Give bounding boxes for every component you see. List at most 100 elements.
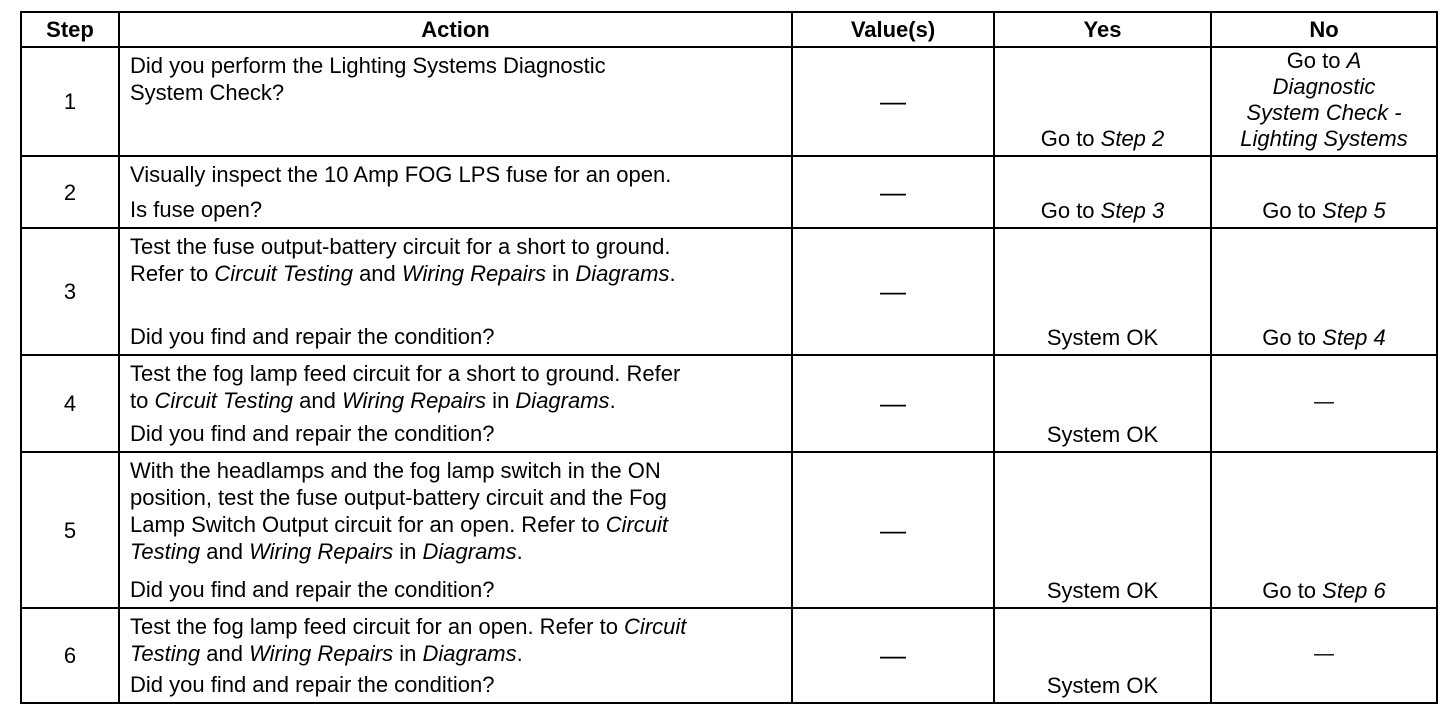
text-segment: in <box>486 388 516 413</box>
diagnostic-table: Step Action Value(s) Yes No 1 Did you per… <box>20 11 1438 704</box>
text-segment: Step 6 <box>1322 578 1386 603</box>
header-action: Action <box>118 11 793 48</box>
text-segment: Did you find and repair the condition? <box>130 577 495 602</box>
action-line: Is fuse open? <box>130 196 785 223</box>
text-segment: System Check? <box>130 80 285 105</box>
action-lines: Test the fog lamp feed circuit for an op… <box>130 613 785 698</box>
text-segment: Lighting Systems <box>1240 126 1408 151</box>
text-segment: in <box>545 261 576 286</box>
text-segment: Testing <box>130 539 201 564</box>
action-line: Did you find and repair the condition? <box>130 420 785 447</box>
value-dash: — <box>791 354 995 453</box>
action-question: Did you find and repair the condition? <box>130 576 785 603</box>
header-yes: Yes <box>993 11 1212 48</box>
value-dash: — <box>791 227 995 356</box>
text-segment: Did you find and repair the condition? <box>130 672 495 697</box>
yes-text: Go to Step 2 <box>995 125 1210 152</box>
text-segment: System Check - <box>1246 100 1402 125</box>
text-segment: in <box>393 539 423 564</box>
action-line: With the headlamps and the fog lamp swit… <box>130 457 785 484</box>
no-text-line: Lighting Systems <box>1212 126 1436 152</box>
text-segment: and <box>293 388 342 413</box>
step-number: 1 <box>20 46 120 157</box>
action-line: Did you find and repair the condition? <box>130 576 785 603</box>
text-segment: Did you find and repair the condition? <box>130 421 495 446</box>
text-segment: System OK <box>1046 673 1159 698</box>
yes-result: System OK <box>993 227 1212 356</box>
action-line: Did you find and repair the condition? <box>130 671 785 698</box>
step-number: 3 <box>20 227 120 356</box>
action-line: Test the fog lamp feed circuit for an op… <box>130 613 785 640</box>
header-values: Value(s) <box>791 11 995 48</box>
action-text: Did you perform the Lighting Systems Dia… <box>118 46 793 157</box>
action-instructions: Test the fog lamp feed circuit for an op… <box>130 613 785 667</box>
text-segment: and <box>200 641 250 666</box>
action-line: System Check? <box>130 79 785 106</box>
text-segment: Testing <box>130 641 201 666</box>
text-segment: to <box>130 388 155 413</box>
action-text: Visually inspect the 10 Amp FOG LPS fuse… <box>118 155 793 229</box>
header-row: Step Action Value(s) Yes No <box>20 11 1438 48</box>
action-instructions: Did you perform the Lighting Systems Dia… <box>130 52 785 106</box>
yes-text: Go to Step 3 <box>995 197 1210 224</box>
action-lines: Visually inspect the 10 Amp FOG LPS fuse… <box>130 161 785 223</box>
yes-text: System OK <box>995 421 1210 448</box>
value-dash: — <box>791 607 995 704</box>
text-segment: Wiring Repairs <box>401 261 546 286</box>
text-segment: Wiring Repairs <box>249 641 394 666</box>
text-segment: Test the fog lamp feed circuit for an op… <box>130 614 625 639</box>
action-question: Did you find and repair the condition? <box>130 420 785 447</box>
text-segment: Step 3 <box>1100 198 1165 223</box>
yes-text: System OK <box>995 672 1210 699</box>
text-segment: Wiring Repairs <box>341 388 487 413</box>
no-result: Go to Step 5 <box>1210 155 1438 229</box>
step-number: 4 <box>20 354 120 453</box>
text-segment: Go to <box>1262 578 1323 603</box>
table-body: 1 Did you perform the Lighting Systems Di… <box>20 46 1438 704</box>
text-segment: Circuit <box>605 512 669 537</box>
text-segment: Step 5 <box>1322 198 1386 223</box>
text-segment: System OK <box>1046 325 1159 350</box>
text-segment: and <box>200 539 250 564</box>
text-segment: Diagrams <box>575 261 670 286</box>
text-segment: Wiring Repairs <box>249 539 394 564</box>
text-segment: Go to <box>1040 198 1101 223</box>
text-segment: Step 4 <box>1322 325 1386 350</box>
text-segment: Go to <box>1262 325 1323 350</box>
text-segment: System OK <box>1046 578 1159 603</box>
action-line: position, test the fuse output-battery c… <box>130 484 785 511</box>
action-line: Did you perform the Lighting Systems Dia… <box>130 52 785 79</box>
no-text: Go to Step 6 <box>1212 577 1436 604</box>
step-number: 5 <box>20 451 120 609</box>
yes-result: System OK <box>993 607 1212 704</box>
table-row: 1 Did you perform the Lighting Systems Di… <box>20 46 1438 157</box>
text-segment: Visually inspect the 10 Amp FOG LPS fuse… <box>130 162 672 187</box>
text-segment: Diagrams <box>515 388 610 413</box>
action-lines: Did you perform the Lighting Systems Dia… <box>130 52 785 151</box>
text-segment: in <box>393 641 423 666</box>
text-segment: . <box>609 388 616 413</box>
action-instructions: Visually inspect the 10 Amp FOG LPS fuse… <box>130 161 785 188</box>
action-line: Visually inspect the 10 Amp FOG LPS fuse… <box>130 161 785 188</box>
text-segment: Lamp Switch Output circuit for an open. … <box>130 512 606 537</box>
step-number: 6 <box>20 607 120 704</box>
text-segment: Is fuse open? <box>130 197 263 222</box>
action-question: Is fuse open? <box>130 196 785 223</box>
no-text-line: Go to A <box>1212 48 1436 74</box>
action-instructions: Test the fuse output-battery circuit for… <box>130 233 785 287</box>
text-segment: Diagnostic <box>1272 74 1376 99</box>
value-dash: — <box>791 451 995 609</box>
text-segment: . <box>669 261 676 286</box>
text-segment: Go to <box>1040 126 1101 151</box>
action-instructions: Test the fog lamp feed circuit for a sho… <box>130 360 785 414</box>
yes-text: System OK <box>995 577 1210 604</box>
action-line: Testing and Wiring Repairs in Diagrams. <box>130 640 785 667</box>
text-segment: Refer to <box>130 261 215 286</box>
yes-result: System OK <box>993 451 1212 609</box>
no-result: Go to Step 6 <box>1210 451 1438 609</box>
action-instructions: With the headlamps and the fog lamp swit… <box>130 457 785 565</box>
